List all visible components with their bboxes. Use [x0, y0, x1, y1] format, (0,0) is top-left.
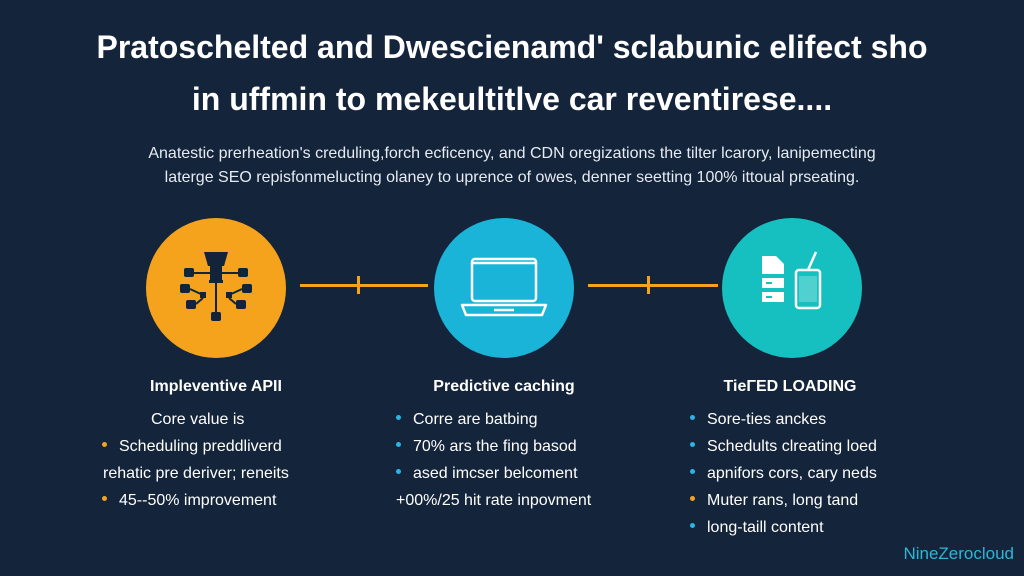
laptop-icon	[460, 257, 548, 317]
list-item: 45--50% improvement	[102, 492, 276, 510]
bullet-dot	[690, 523, 695, 529]
list-item: long-taill content	[690, 519, 824, 537]
column-title-api: Impleventive APII	[150, 378, 282, 395]
bullet-dot	[102, 496, 107, 502]
list-item: Muter rans, long tand	[690, 492, 858, 510]
bullet-dot	[102, 442, 107, 448]
list-item: Core value is	[151, 411, 245, 428]
connector-tick-2	[647, 276, 650, 294]
list-item: rehatic pre deriver; reneits	[103, 465, 289, 482]
connector-line-2	[588, 284, 718, 287]
brand-logo-text: NineZerocloud	[903, 544, 1014, 563]
subtitle-line-2: laterge SEO repisfonmelucting olaney to …	[164, 169, 860, 186]
connector-line-1	[300, 284, 428, 287]
list-item: 70% ars the fing basod	[396, 438, 577, 456]
list-item: apnifors cors, cary neds	[690, 465, 877, 483]
caching-circle	[434, 218, 574, 358]
loading-circle	[722, 218, 862, 358]
list-item: +00%/25 hit rate inpovment	[396, 492, 592, 509]
list-item: ased imcser belcoment	[396, 465, 578, 483]
column-title-loading: TieΓED LOADING	[723, 378, 857, 395]
network-hierarchy-icon	[180, 252, 252, 321]
api-circle	[146, 218, 286, 358]
bullet-dot	[396, 442, 401, 448]
page-title-line-2: in uffmin to mekeultitlve car reventires…	[191, 81, 833, 117]
bullet-dot	[690, 496, 695, 502]
bullet-dot	[396, 415, 401, 421]
bullet-dot	[690, 415, 695, 421]
subtitle-line-1: Anatestic prerheation's creduling,forch …	[148, 145, 876, 162]
bullet-dot	[396, 469, 401, 475]
list-item: Corre are batbing	[396, 411, 538, 429]
column-title-caching: Predictive caching	[433, 378, 575, 395]
list-item: Scheduling preddliverd	[102, 438, 282, 456]
connector-tick-1	[357, 276, 360, 294]
bullet-dot	[690, 442, 695, 448]
list-item: Schedults clreating loed	[690, 438, 877, 456]
list-item: Sore-ties anckes	[690, 411, 826, 429]
server-mobile-icon	[762, 251, 822, 310]
page-title-line-1: Pratoschelted and Dwescienamd' sclabunic…	[96, 29, 928, 65]
bullet-dot	[690, 469, 695, 475]
